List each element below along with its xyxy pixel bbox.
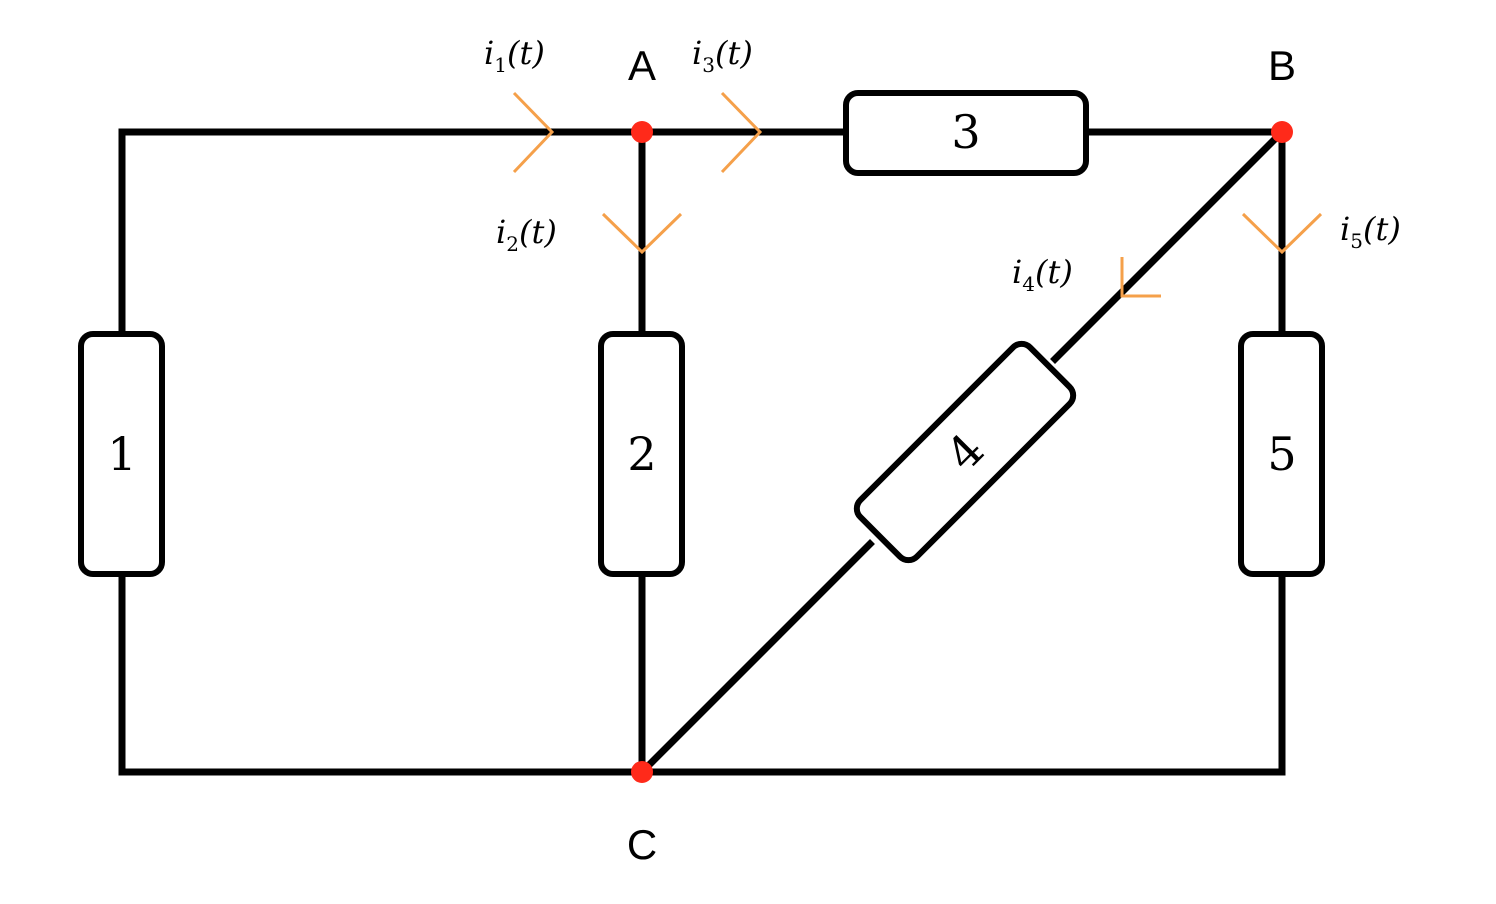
arrow-i2-down-icon — [601, 212, 683, 255]
current-i2-label: i2(t) — [496, 213, 557, 256]
current-arrows — [512, 91, 1323, 298]
nodes — [631, 121, 1293, 783]
current-i1-label: i1(t) — [484, 34, 545, 77]
node-a-label: A — [628, 42, 656, 89]
wire-bottom-loop — [118, 571, 1286, 776]
node-b-label: B — [1268, 42, 1296, 89]
current-i5-label: i5(t) — [1340, 210, 1401, 253]
resistor-2: 2 — [598, 331, 685, 577]
current-i4-label: i4(t) — [1012, 253, 1073, 296]
arrow-i4-diagonal-icon — [1120, 257, 1161, 298]
wire-left-branch — [118, 128, 849, 337]
resistor-5: 5 — [1238, 331, 1325, 577]
resistor-5-label: 5 — [1267, 427, 1296, 481]
resistor-3-label: 3 — [951, 105, 980, 159]
node-c-dot — [631, 761, 653, 783]
arrow-i5-down-icon — [1241, 212, 1323, 255]
arrow-i3-right-icon — [720, 91, 763, 174]
wires — [118, 127, 1287, 777]
wire-diagonal-lower — [637, 539, 875, 777]
node-a-dot — [631, 121, 653, 143]
node-b-dot — [1271, 121, 1293, 143]
resistor-1: 1 — [78, 331, 165, 577]
resistor-4: 4 — [853, 340, 1077, 564]
current-i3-label: i3(t) — [692, 34, 753, 77]
resistor-3: 3 — [843, 90, 1089, 176]
node-c-label: C — [627, 821, 657, 868]
resistor-2-label: 2 — [627, 427, 656, 481]
arrow-i1-right-icon — [512, 91, 555, 174]
wire-diagonal-upper — [1050, 127, 1287, 364]
resistor-1-label: 1 — [107, 427, 136, 481]
